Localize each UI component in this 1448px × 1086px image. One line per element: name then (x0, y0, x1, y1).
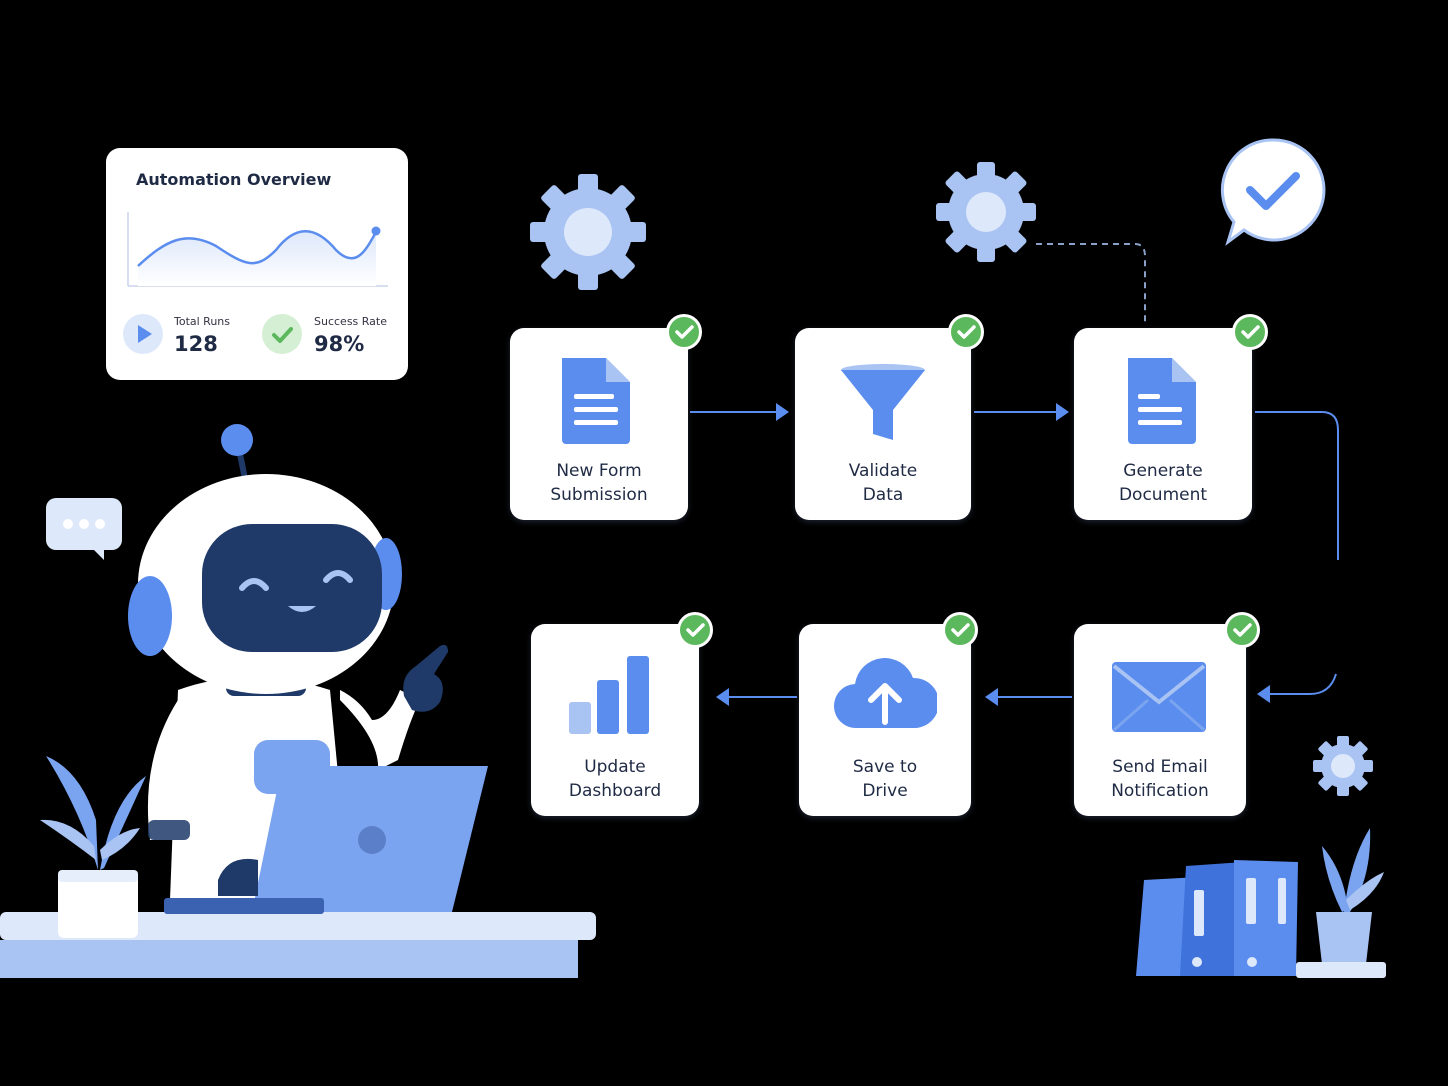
desk (0, 912, 596, 978)
check-icon (1232, 314, 1268, 350)
step-update-dashboard[interactable]: Update Dashboard (531, 624, 699, 816)
total-runs-value: 128 (174, 332, 218, 356)
envelope-icon (1112, 662, 1206, 732)
step-save-to-drive[interactable]: Save to Drive (799, 624, 971, 816)
flow-connector (1255, 411, 1339, 560)
step-label-line1: Send Email (1112, 757, 1208, 777)
step-label-line2: Drive (862, 781, 908, 801)
cloud-upload-icon (834, 658, 937, 729)
check-icon (942, 612, 978, 648)
flow-arrow (1257, 673, 1337, 703)
play-icon (123, 314, 163, 354)
gear-icon (530, 174, 646, 290)
step-label-line1: Validate (848, 461, 918, 481)
binders (1136, 860, 1298, 976)
step-label-line2: Notification (1111, 781, 1209, 801)
check-icon (948, 314, 984, 350)
step-new-form-submission[interactable]: New Form Submission (510, 328, 688, 520)
total-runs-label: Total Runs (174, 315, 231, 328)
robot-illustration (128, 424, 488, 914)
dashed-connector (1036, 243, 1146, 325)
funnel-icon (841, 364, 925, 440)
success-rate-label: Success Rate (314, 315, 387, 328)
flow-arrow (985, 688, 1072, 706)
check-icon (1224, 612, 1260, 648)
gear-icon (936, 162, 1036, 262)
step-label-line2: Document (1118, 485, 1208, 505)
check-icon (677, 612, 713, 648)
flow-arrow (974, 403, 1069, 421)
overview-line-chart (127, 212, 388, 287)
check-bubble-icon (1220, 138, 1326, 246)
success-check-icon (262, 314, 302, 354)
document-icon (562, 358, 630, 444)
flow-arrow (716, 688, 797, 706)
step-label-line2: Submission (550, 485, 648, 505)
document-icon (1128, 358, 1196, 444)
plant-icon (40, 756, 146, 938)
bar-chart-icon (569, 656, 649, 734)
gear-icon (1313, 736, 1373, 796)
step-label-line1: Update (584, 757, 646, 777)
step-label-line2: Data (862, 485, 904, 505)
check-icon (666, 314, 702, 350)
step-generate-document[interactable]: Generate Document (1074, 328, 1252, 520)
step-label-line1: Generate (1123, 461, 1203, 481)
chat-bubble-icon (46, 498, 122, 560)
plant-icon (1296, 828, 1386, 978)
step-validate-data[interactable]: Validate Data (795, 328, 971, 520)
step-label-line1: New Form (556, 461, 642, 481)
step-label-line2: Dashboard (568, 781, 662, 801)
automation-overview-card: Automation Overview Total Runs 128 Succe… (106, 148, 408, 380)
flow-arrow (690, 403, 789, 421)
step-send-email-notification[interactable]: Send Email Notification (1074, 624, 1246, 816)
step-label-line1: Save to (852, 757, 918, 777)
overview-title: Automation Overview (136, 170, 332, 189)
success-rate-value: 98% (314, 332, 365, 356)
